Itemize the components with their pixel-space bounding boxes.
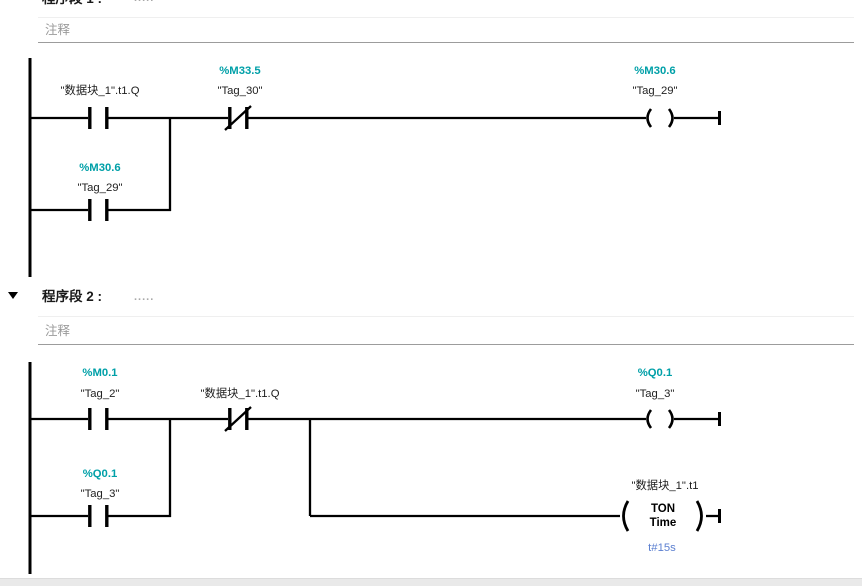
bottom-separator-bar (0, 578, 862, 586)
operand-tag[interactable]: "Tag_29" (77, 182, 122, 194)
operand-address[interactable]: %Q0.1 (638, 367, 673, 379)
network-1-ladder: "数据块_1".t1.Q %M33.5 "Tag_30" %M30.6 "Tag… (28, 58, 721, 277)
no-contact[interactable] (88, 505, 109, 527)
operand-label[interactable]: "数据块_1".t1.Q (61, 83, 140, 97)
network-2-comment-input[interactable]: 注释 (38, 316, 854, 345)
collapse-triangle-icon[interactable] (8, 292, 18, 299)
operand-address[interactable]: %M33.5 (219, 65, 260, 77)
network-2-title-dots[interactable]: ..... (134, 291, 155, 303)
nc-contact[interactable] (224, 105, 252, 131)
operand-address[interactable]: %Q0.1 (83, 468, 118, 480)
operand-label[interactable]: "数据块_1".t1.Q (201, 386, 280, 400)
network-1-title[interactable]: 程序段 1 : (42, 0, 102, 8)
timer-preset-value[interactable]: t#15s (648, 542, 676, 554)
no-contact[interactable] (88, 107, 109, 129)
coil[interactable] (646, 409, 674, 429)
operand-tag[interactable]: "Tag_3" (636, 388, 675, 400)
network-1-title-dots[interactable]: ..... (134, 0, 154, 5)
network-2-ladder: TON Time %M0.1 "Tag_2" "数据块_1".t1.Q %Q0.… (28, 362, 721, 574)
timer-coil[interactable]: TON Time (622, 500, 703, 532)
timer-type-label: TON (651, 503, 675, 515)
operand-address[interactable]: %M30.6 (634, 65, 675, 77)
coil[interactable] (646, 108, 674, 128)
no-contact[interactable] (88, 408, 109, 430)
operand-address[interactable]: %M0.1 (82, 367, 117, 379)
operand-tag[interactable]: "Tag_30" (217, 85, 262, 97)
timer-time-label: Time (650, 517, 677, 529)
operand-tag[interactable]: "Tag_3" (81, 488, 120, 500)
network-1-comment-input[interactable]: 注释 (38, 17, 854, 43)
nc-contact[interactable] (224, 406, 252, 432)
operand-address[interactable]: %M30.6 (79, 162, 120, 174)
operand-tag[interactable]: "Tag_2" (81, 388, 120, 400)
no-contact[interactable] (88, 199, 109, 221)
operand-tag[interactable]: "Tag_29" (632, 85, 677, 97)
network-2-title[interactable]: 程序段 2 : (42, 289, 103, 304)
timer-operand-label[interactable]: "数据块_1".t1 (631, 478, 698, 492)
